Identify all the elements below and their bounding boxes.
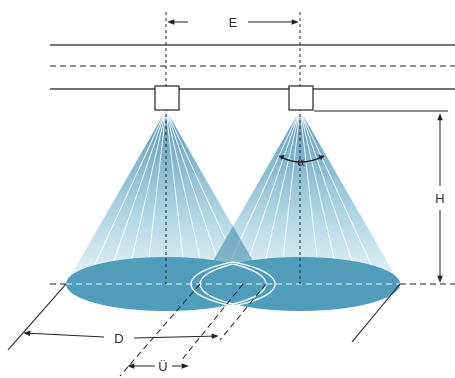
dimension-overlap: Ü [119,283,244,377]
spacing-label: E [229,15,238,30]
angle-indicator: α [278,155,325,169]
height-label: H [435,191,444,206]
angle-label: α [297,155,305,169]
overlap-label: Ü [158,359,167,374]
dimension-spacing: E [167,15,299,30]
rails [50,44,455,90]
diameter-ext-right [351,283,401,343]
dimension-height: H [314,110,448,283]
dimension-diameter: D [7,283,401,351]
nozzle-right [288,85,314,111]
diameter-ext-left [7,283,67,351]
overlap-lens [190,261,276,307]
nozzle-left [154,85,180,111]
spray-cone-left [66,109,266,285]
diameter-label: D [114,331,123,346]
